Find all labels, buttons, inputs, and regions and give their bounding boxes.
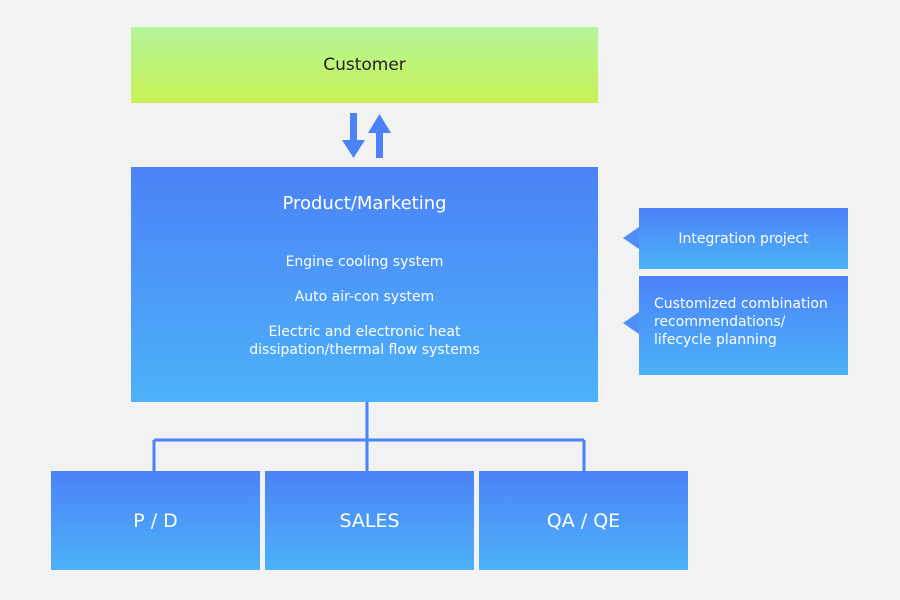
department-label: P / D [133, 509, 178, 532]
department-box-pd: P / D [51, 471, 260, 570]
integration-project-label: Integration project [678, 230, 809, 247]
product-marketing-title: Product/Marketing [282, 193, 447, 214]
department-label: SALES [339, 509, 400, 532]
product-item: Electric and electronic heat dissipation… [249, 324, 480, 358]
department-box-qa: QA / QE [479, 471, 688, 570]
down-arrow-icon [342, 113, 365, 158]
integration-project-box: Integration project [639, 208, 848, 269]
product-item: Auto air-con system [294, 289, 435, 305]
department-box-sales: SALES [265, 471, 474, 570]
department-label: QA / QE [546, 509, 621, 532]
customer-label: Customer [323, 55, 406, 75]
product-item: Engine cooling system [285, 254, 444, 270]
product-marketing-box: Product/Marketing Engine cooling system … [131, 167, 598, 402]
up-arrow-icon [368, 114, 391, 158]
customer-box: Customer [131, 27, 598, 103]
side-pointer-icon [623, 312, 639, 334]
tree-connector-lines [152, 402, 586, 471]
customized-planning-label: Customized combination recommendations/ … [654, 296, 828, 348]
product-items-list: Engine cooling system Auto air-con syste… [131, 253, 598, 376]
customized-planning-box: Customized combination recommendations/ … [639, 276, 848, 375]
side-pointer-icon [623, 227, 639, 249]
